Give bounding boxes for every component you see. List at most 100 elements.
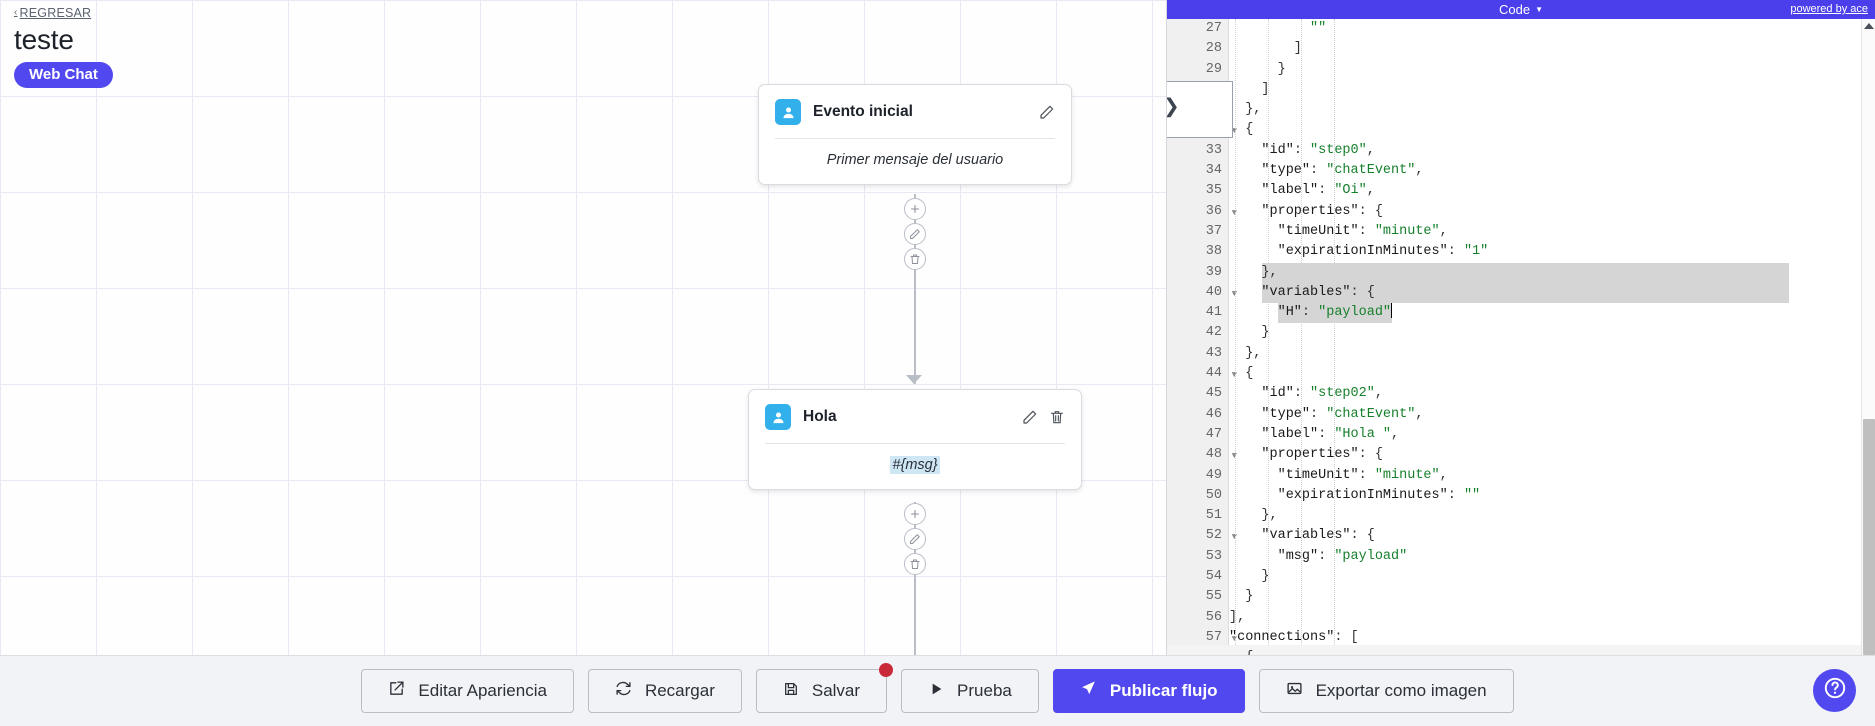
line-number: 45 — [1205, 386, 1222, 402]
image-icon — [1286, 680, 1303, 702]
chevron-down-icon: ▼ — [1535, 5, 1543, 14]
fold-toggle-icon[interactable]: ▼ — [1231, 126, 1237, 137]
line-number: 47 — [1205, 426, 1222, 442]
code-line[interactable]: } — [1229, 569, 1270, 585]
code-line[interactable]: "H": "payload" — [1229, 303, 1861, 324]
code-line[interactable]: ] — [1229, 81, 1270, 97]
line-number: 51 — [1205, 508, 1222, 524]
node-actions — [1039, 104, 1055, 120]
save-button[interactable]: Salvar — [755, 663, 894, 713]
back-link[interactable]: ‹ REGRESAR — [14, 6, 91, 20]
code-line[interactable]: "connections": [ — [1229, 629, 1359, 645]
node-divider — [775, 138, 1055, 139]
flow-node-evento-inicial[interactable]: Evento inicial Primer mensaje del usuari… — [758, 84, 1072, 185]
code-editor[interactable]: 272829303132▼33343536▼37383940▼41424344▼… — [1167, 19, 1875, 655]
line-number: 40▼ — [1167, 283, 1237, 303]
code-line[interactable]: "type": "chatEvent", — [1261, 406, 1424, 422]
code-text-area[interactable]: "" ] } ] }, { "id": "step0", "type": "ch… — [1229, 19, 1861, 655]
flow-node-hola[interactable]: Hola #{msg} — [748, 389, 1082, 490]
code-line[interactable]: { — [1229, 648, 1861, 655]
code-line[interactable]: "properties": { — [1261, 203, 1383, 219]
save-disk-icon — [783, 681, 799, 702]
code-panel-title: Code — [1499, 2, 1531, 17]
pencil-circle-icon[interactable] — [904, 528, 926, 550]
trash-circle-icon[interactable] — [904, 248, 926, 270]
refresh-icon — [615, 680, 632, 702]
reload-button[interactable]: Recargar — [587, 669, 742, 713]
code-line[interactable]: ] — [1229, 41, 1302, 57]
line-number: 37 — [1205, 223, 1222, 239]
button-label: Editar Apariencia — [418, 681, 547, 700]
code-line[interactable]: { — [1229, 122, 1254, 138]
channel-badge: Web Chat — [14, 62, 113, 88]
code-line[interactable]: } — [1229, 325, 1270, 341]
code-line[interactable]: "expirationInMinutes": "" — [1277, 487, 1481, 503]
pencil-icon[interactable] — [1039, 104, 1055, 120]
trash-circle-icon[interactable] — [904, 553, 926, 575]
plus-circle-icon[interactable] — [904, 503, 926, 525]
scroll-up-arrow-icon[interactable] — [1864, 23, 1874, 29]
line-number: 52▼ — [1167, 526, 1237, 546]
flow-canvas[interactable]: ‹ REGRESAR teste Web Chat Evento inicial — [0, 0, 1166, 655]
fold-tooltip[interactable]: ❯ — [1167, 81, 1233, 138]
selection-highlight — [1261, 282, 1789, 304]
fold-toggle-icon[interactable]: ▼ — [1231, 451, 1237, 462]
trash-icon[interactable] — [1049, 409, 1065, 425]
powered-by-link[interactable]: powered by ace — [1790, 3, 1868, 15]
pencil-icon[interactable] — [1022, 409, 1038, 425]
chevron-left-icon: ‹ — [14, 7, 18, 18]
edit-appearance-button[interactable]: Editar Apariencia — [361, 669, 574, 713]
code-line[interactable]: "msg": "payload" — [1277, 548, 1408, 564]
code-line[interactable]: "properties": { — [1261, 447, 1383, 463]
line-number: 33 — [1205, 142, 1222, 158]
fold-toggle-icon[interactable]: ▼ — [1231, 532, 1237, 543]
code-line[interactable]: "timeUnit": "minute", — [1277, 467, 1448, 483]
node-actions — [1022, 409, 1065, 425]
code-line[interactable]: "label": "Hola ", — [1261, 426, 1400, 442]
line-number: 38 — [1205, 244, 1222, 260]
text-cursor — [1391, 303, 1393, 319]
node-title: Evento inicial — [813, 103, 913, 120]
node-divider — [765, 443, 1065, 444]
help-button[interactable] — [1813, 669, 1856, 712]
horizontal-scrollbar[interactable] — [1167, 645, 1861, 655]
code-line[interactable]: } — [1229, 61, 1286, 77]
code-line[interactable]: "timeUnit": "minute", — [1277, 223, 1448, 239]
publish-flow-button[interactable]: Publicar flujo — [1052, 669, 1245, 713]
code-line[interactable]: "" — [1310, 21, 1327, 36]
code-line[interactable]: "id": "step0", — [1261, 142, 1375, 158]
code-line[interactable]: }, — [1229, 262, 1861, 283]
line-number: 43 — [1205, 345, 1222, 361]
fold-toggle-icon[interactable]: ▼ — [1231, 633, 1237, 644]
fold-toggle-icon[interactable]: ▼ — [1231, 370, 1237, 381]
code-line[interactable]: "expirationInMinutes": "1" — [1277, 244, 1489, 260]
code-line[interactable]: }, — [1229, 345, 1262, 361]
code-line[interactable]: "label": "Oi", — [1261, 183, 1375, 199]
code-line[interactable]: ], — [1229, 609, 1246, 625]
fold-toggle-icon[interactable]: ▼ — [1231, 207, 1237, 218]
vertical-scrollbar[interactable] — [1861, 19, 1875, 655]
code-line[interactable]: "variables": { — [1229, 282, 1861, 304]
button-label: Publicar flujo — [1109, 681, 1218, 700]
code-line[interactable]: }, — [1229, 508, 1278, 524]
line-number: 55 — [1205, 589, 1222, 605]
code-line[interactable]: } — [1229, 589, 1254, 605]
code-panel-title-dropdown[interactable]: Code ▼ — [1499, 2, 1543, 17]
code-line[interactable]: "id": "step02", — [1261, 386, 1383, 402]
plus-circle-icon[interactable] — [904, 198, 926, 220]
test-button[interactable]: Prueba — [901, 669, 1039, 713]
edge-toolbar-1 — [904, 198, 926, 270]
bottom-toolbar: Editar Apariencia Recargar Salvar — [0, 655, 1875, 726]
line-number: 46 — [1205, 406, 1222, 422]
node-body: Primer mensaje del usuario — [826, 152, 1004, 168]
scrollbar-thumb[interactable] — [1863, 419, 1875, 655]
code-line[interactable]: }, — [1229, 102, 1262, 118]
pencil-circle-icon[interactable] — [904, 223, 926, 245]
fold-toggle-icon[interactable]: ▼ — [1231, 288, 1237, 299]
code-line[interactable]: { — [1229, 366, 1254, 382]
code-line[interactable]: "type": "chatEvent", — [1261, 163, 1424, 179]
line-number: 28 — [1205, 41, 1222, 57]
export-image-button[interactable]: Exportar como imagen — [1258, 669, 1514, 713]
code-line[interactable]: "variables": { — [1261, 528, 1375, 544]
